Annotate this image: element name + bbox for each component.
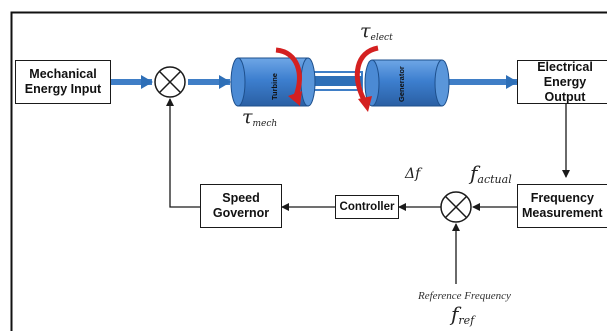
generator-cylinder: Generator xyxy=(364,59,450,107)
electrical-output-line-1: Electrical xyxy=(537,59,593,74)
f-ref-label: fref xyxy=(451,302,474,327)
mechanical-input-line-1: Mechanical xyxy=(29,67,97,81)
coupling-shaft-fill xyxy=(312,76,362,86)
turbine-label: Turbine xyxy=(270,73,279,100)
tau-elect-label: τelect xyxy=(360,20,393,43)
mechanical-input-line-2: Energy Input xyxy=(24,82,102,96)
generator-label: Generator xyxy=(397,66,406,102)
frequency-measurement-line-1: Frequency xyxy=(530,191,594,205)
signal-lines xyxy=(166,98,570,284)
electrical-output-line-2: Energy Output xyxy=(543,74,587,104)
governor-feedback-line xyxy=(166,98,200,208)
reference-frequency-label: Reference Frequency xyxy=(418,290,511,302)
f-ref-subscript: ref xyxy=(458,314,475,327)
controller-label: Controller xyxy=(339,200,395,213)
mechanical-energy-input-block: Mechanical Energy Input xyxy=(15,60,111,104)
speed-governor-block: Speed Governor xyxy=(200,184,282,228)
summing-junction-mechanical xyxy=(154,66,186,98)
tau-mech-subscript: mech xyxy=(252,119,278,129)
tau-mech-label: τmech xyxy=(242,106,277,129)
summing-junction-frequency xyxy=(440,191,472,223)
frequency-measurement-block: Frequency Measurement xyxy=(517,184,607,228)
tau-elect-subscript: elect xyxy=(370,33,393,43)
delta-f-label: Δf xyxy=(405,166,421,182)
torque-mech-arrow-icon xyxy=(275,47,302,106)
f-ref-symbol: f xyxy=(451,302,459,326)
tau-mech-symbol: τ xyxy=(242,106,253,128)
f-actual-symbol: f xyxy=(470,161,478,185)
f-actual-label: factual xyxy=(470,161,512,186)
tau-elect-symbol: τ xyxy=(360,20,371,42)
controller-block: Controller xyxy=(335,195,399,219)
torque-elect-arrow-icon xyxy=(354,45,379,112)
speed-governor-line-1: Speed xyxy=(222,191,260,205)
electrical-energy-output-block: Electrical Energy Output xyxy=(517,60,607,104)
frequency-measurement-line-2: Measurement xyxy=(522,206,603,220)
speed-governor-line-2: Governor xyxy=(212,206,270,220)
f-actual-subscript: actual xyxy=(477,173,512,186)
turbine-cylinder: Turbine xyxy=(230,57,316,107)
figure-border xyxy=(10,11,607,331)
